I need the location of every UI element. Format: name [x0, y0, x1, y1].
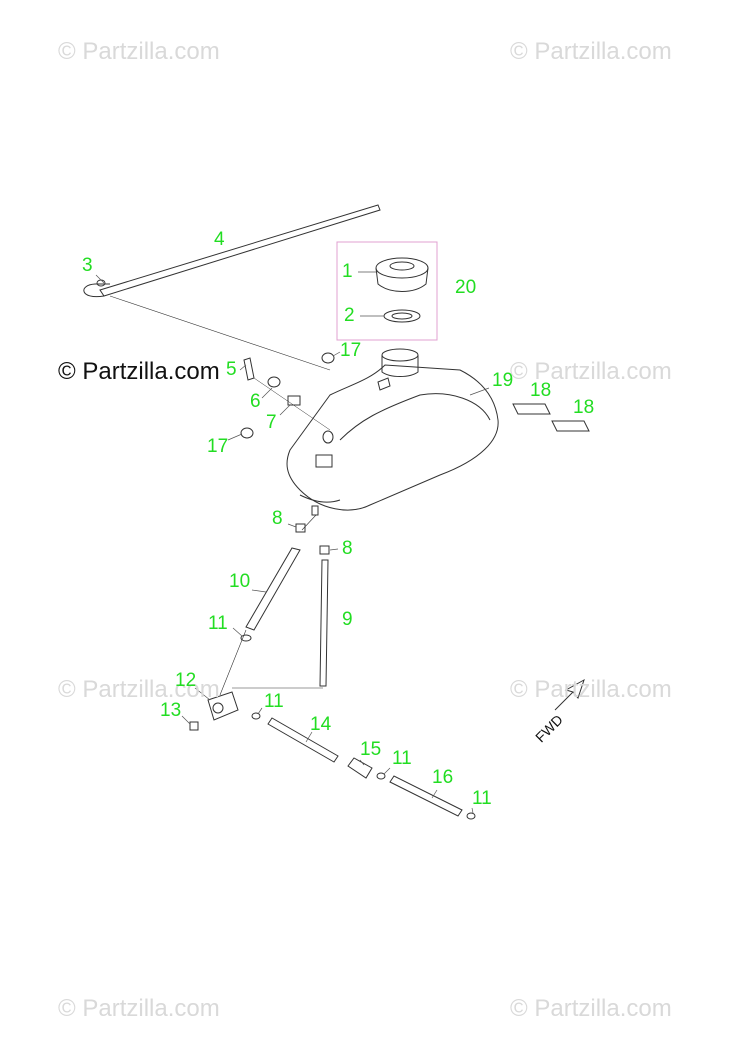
callout-17[interactable]: 17 — [207, 436, 229, 457]
callout-11[interactable]: 11 — [392, 748, 412, 769]
decal-part — [512, 403, 551, 415]
clamp-part — [251, 712, 261, 720]
filter-part — [347, 757, 373, 779]
callout-13[interactable]: 13 — [160, 700, 182, 721]
watermark: © Partzilla.com — [510, 358, 672, 385]
gasket-part — [383, 309, 421, 323]
watermark: © Partzilla.com — [58, 676, 220, 703]
group-box — [336, 241, 438, 341]
callout-12[interactable]: 12 — [175, 670, 197, 691]
forward-arrow-icon — [554, 678, 585, 711]
watermark-dark: © Partzilla.com — [58, 358, 220, 385]
clamp-part — [319, 545, 330, 555]
watermark: © Partzilla.com — [510, 995, 672, 1022]
callout-8[interactable]: 8 — [342, 538, 353, 559]
callout-9[interactable]: 9 — [342, 609, 353, 630]
callout-5[interactable]: 5 — [226, 359, 237, 380]
callout-16[interactable]: 16 — [432, 767, 454, 788]
callout-8[interactable]: 8 — [272, 508, 283, 529]
screw-part — [189, 721, 199, 731]
bolt-part — [243, 357, 331, 431]
callout-1[interactable]: 1 — [342, 261, 353, 282]
decal-part — [551, 420, 590, 432]
clamp-part — [295, 523, 306, 533]
callout-17[interactable]: 17 — [340, 340, 362, 361]
callout-11[interactable]: 11 — [472, 788, 492, 809]
fuel-valve-part — [207, 691, 239, 721]
watermark: © Partzilla.com — [510, 676, 672, 703]
grommet-part — [321, 352, 335, 364]
callout-11[interactable]: 11 — [264, 691, 284, 712]
fuel-tank-part — [286, 348, 499, 516]
callout-10[interactable]: 10 — [229, 571, 251, 592]
callout-19[interactable]: 19 — [492, 370, 514, 391]
clamp-part — [466, 812, 476, 820]
clamp-part — [376, 772, 386, 780]
callout-2[interactable]: 2 — [344, 305, 355, 326]
watermark: © Partzilla.com — [58, 38, 220, 65]
callout-3[interactable]: 3 — [82, 255, 93, 276]
washer-part — [267, 376, 281, 388]
clamp-part — [240, 634, 252, 642]
fuel-cap-part — [375, 257, 429, 292]
callout-4[interactable]: 4 — [214, 229, 225, 250]
grommet-part — [240, 427, 254, 439]
watermark: © Partzilla.com — [58, 995, 220, 1022]
rod-part — [83, 204, 381, 298]
callout-18[interactable]: 18 — [573, 397, 595, 418]
watermark: © Partzilla.com — [510, 38, 672, 65]
callout-6[interactable]: 6 — [250, 391, 261, 412]
hose-part — [389, 775, 463, 817]
callout-18[interactable]: 18 — [530, 380, 552, 401]
callout-14[interactable]: 14 — [310, 714, 332, 735]
collar-part — [287, 395, 301, 406]
hose-part — [319, 559, 329, 687]
hose-part — [267, 717, 339, 763]
callout-15[interactable]: 15 — [360, 739, 382, 760]
callout-20[interactable]: 20 — [455, 277, 477, 298]
callout-11[interactable]: 11 — [208, 613, 228, 634]
hose-part — [245, 547, 301, 631]
callout-7[interactable]: 7 — [266, 412, 277, 433]
